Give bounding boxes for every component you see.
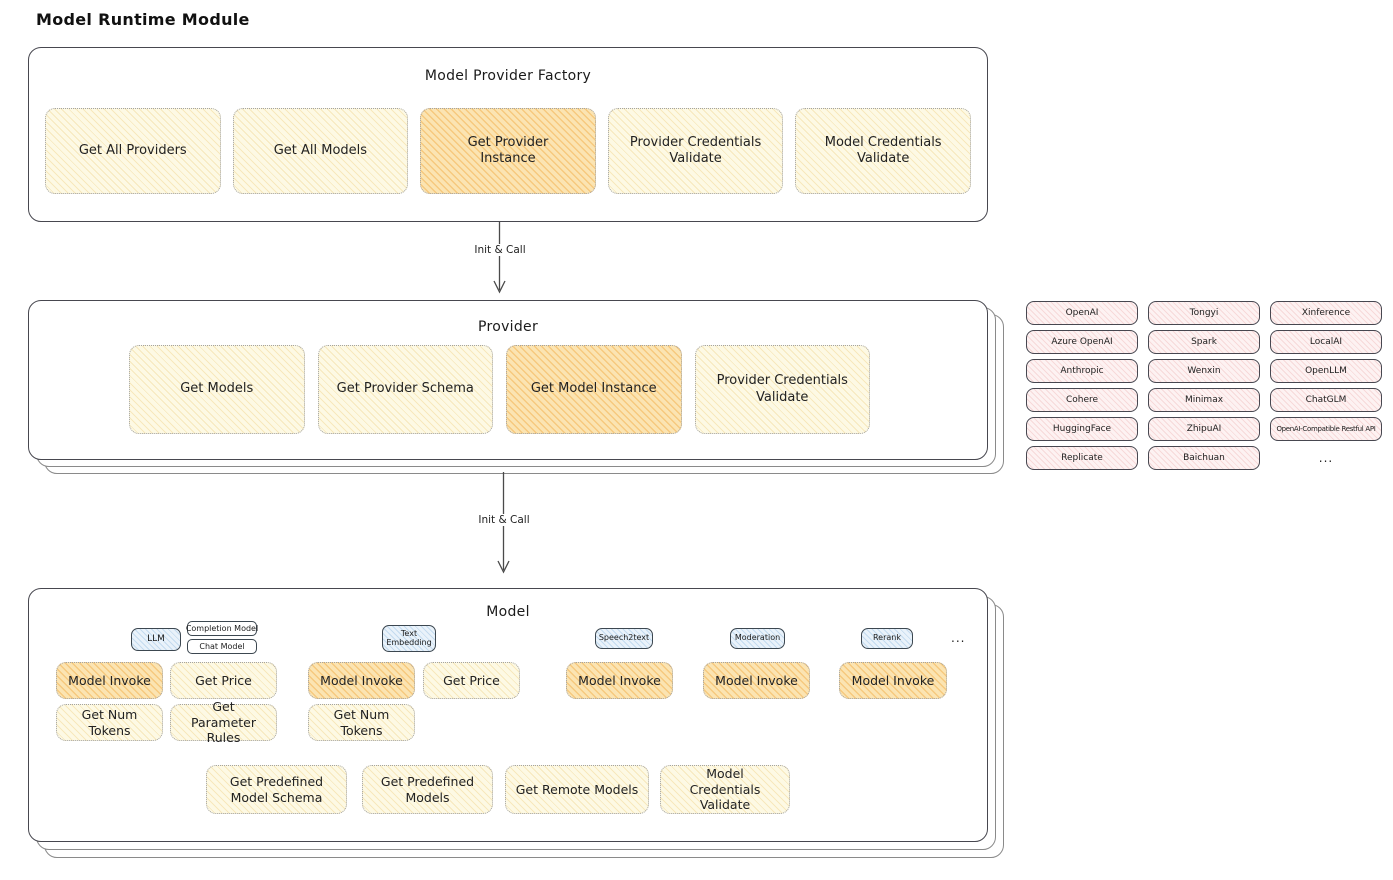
provider-chip-azure-openai: Azure OpenAI [1026,330,1138,354]
tag-chat-model: Chat Model [187,639,257,654]
provider-chip-minimax: Minimax [1148,388,1260,412]
node-embedding-get-num-tokens: Get Num Tokens [308,704,415,741]
provider-chip-openai-compatible: OpenAI-Compatible Restful API [1270,417,1382,441]
provider-chip-wenxin: Wenxin [1148,359,1260,383]
provider-box-row: Get Models Get Provider Schema Get Model… [129,345,870,434]
arrow-factory-to-provider [493,222,506,294]
provider-list: OpenAI Tongyi Xinference Azure OpenAI Sp… [1026,301,1382,470]
provider-chip-anthropic: Anthropic [1026,359,1138,383]
tag-llm: LLM [131,628,181,651]
node-get-models: Get Models [129,345,305,434]
factory-container: Model Provider Factory Get All Providers… [28,47,988,222]
node-model-credentials-validate: Model Credentials Validate [795,108,971,194]
provider-chip-tongyi: Tongyi [1148,301,1260,325]
node-llm-get-num-tokens: Get Num Tokens [56,704,163,741]
model-tags-more: ... [951,631,966,645]
node-embedding-model-invoke: Model Invoke [308,662,415,699]
provider-chip-huggingface: HuggingFace [1026,417,1138,441]
provider-container: Provider Get Models Get Provider Schema … [28,300,988,460]
tag-completion-model: Completion Model [186,621,258,636]
node-moderation-model-invoke: Model Invoke [703,662,810,699]
node-get-predefined-model-schema: Get Predefined Model Schema [206,765,347,814]
node-get-all-models: Get All Models [232,108,409,194]
node-get-provider-schema: Get Provider Schema [317,345,493,434]
provider-title: Provider [477,319,539,335]
provider-chip-localai: LocalAI [1270,330,1382,354]
provider-chip-openai: OpenAI [1026,301,1138,325]
node-provider-credentials-validate-2: Provider Credentials Validate [694,345,870,434]
model-title: Model [486,604,530,620]
provider-chip-baichuan: Baichuan [1148,446,1260,470]
provider-chip-chatglm: ChatGLM [1270,388,1382,412]
page-title: Model Runtime Module [36,10,250,29]
model-container: Model LLM Completion Model Chat Model Te… [28,588,988,842]
node-rerank-model-invoke: Model Invoke [839,662,947,699]
arrow1-label: Init & Call [469,244,531,256]
tag-speech2text: Speech2text [595,628,653,649]
node-get-model-instance: Get Model Instance [506,345,682,434]
node-provider-credentials-validate: Provider Credentials Validate [607,108,784,194]
node-llm-model-invoke: Model Invoke [56,662,163,699]
node-llm-get-parameter-rules: Get Parameter Rules [170,699,277,745]
provider-chip-spark: Spark [1148,330,1260,354]
arrow2-label: Init & Call [473,514,535,526]
provider-chip-xinference: Xinference [1270,301,1382,325]
node-get-remote-models: Get Remote Models [505,765,649,814]
provider-chip-replicate: Replicate [1026,446,1138,470]
node-get-provider-instance: Get Provider Instance [420,108,596,194]
node-speech2text-model-invoke: Model Invoke [566,662,673,699]
node-get-predefined-models: Get Predefined Models [362,765,493,814]
factory-title: Model Provider Factory [424,68,592,84]
node-model-credentials-validate-2: Model Credentials Validate [660,765,790,814]
provider-chip-zhipuai: ZhipuAI [1148,417,1260,441]
tag-moderation: Moderation [730,628,785,649]
provider-list-more: ... [1318,451,1334,465]
factory-box-row: Get All Providers Get All Models Get Pro… [45,108,971,194]
tag-rerank: Rerank [861,628,913,649]
node-get-all-providers: Get All Providers [45,108,221,194]
node-llm-get-price: Get Price [170,662,277,699]
tag-text-embedding: Text Embedding [382,625,436,652]
provider-chip-cohere: Cohere [1026,388,1138,412]
node-embedding-get-price: Get Price [423,662,520,699]
provider-chip-openllm: OpenLLM [1270,359,1382,383]
